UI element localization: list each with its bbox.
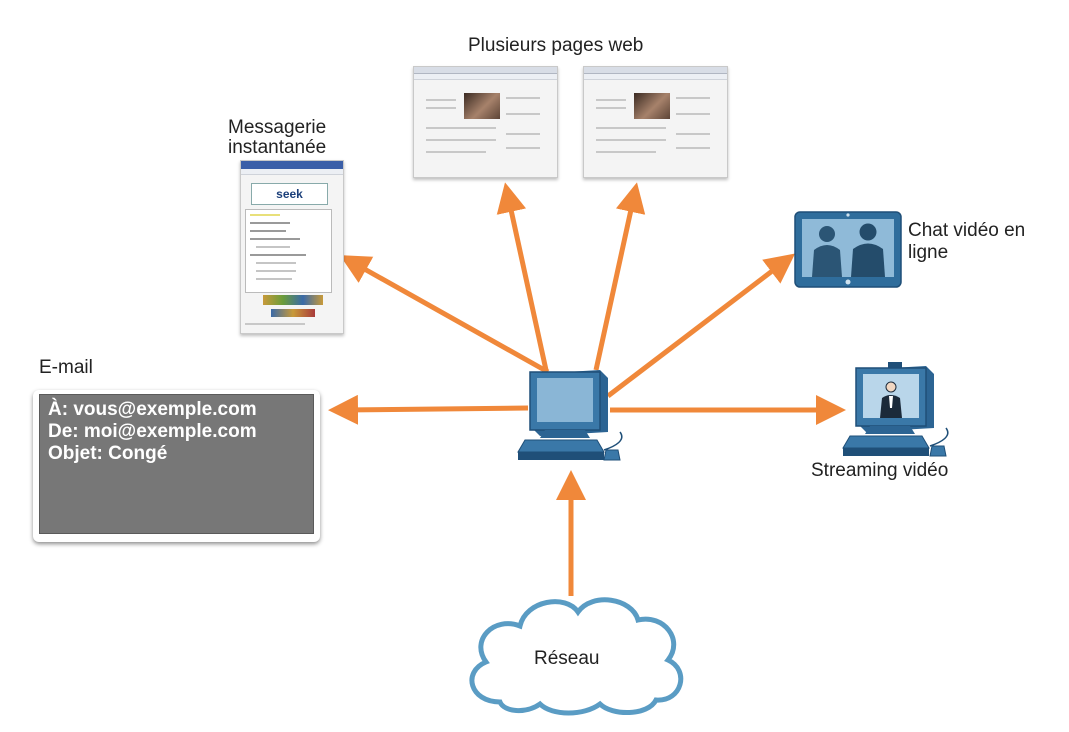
label-im-line-1: Messagerie [228,117,327,138]
email-to: À: vous@exemple.com [48,399,257,420]
arrow-to-web-1 [496,182,549,371]
email-from: De: moi@exemple.com [48,421,257,442]
label-streaming: Streaming vidéo [811,460,949,481]
email-message-box: À: vous@exemple.com De: moi@exemple.com … [33,390,320,542]
arrow-to-web-2 [593,182,646,371]
label-instant-messaging: Messagerie instantanée [228,118,326,158]
arrow-to-email [328,394,529,425]
label-im-line-2: instantanée [228,137,327,158]
computer-icon [517,370,623,461]
label-web-pages: Plusieurs pages web [468,35,644,56]
web-page-screenshot-1 [413,66,558,178]
label-chat-line-1: Chat vidéo en [908,220,1026,241]
arrow-to-im [339,255,550,375]
label-network: Réseau [534,648,600,669]
arrow-to-chat [606,253,796,398]
label-chat-line-2: ligne [908,242,949,263]
email-subject: Objet: Congé [48,443,168,464]
arrows [328,182,846,596]
email-content: À: vous@exemple.com De: moi@exemple.com … [39,394,314,534]
web-page-screenshot-2 [583,66,728,178]
label-email: E-mail [39,357,93,378]
video-monitor-icon [794,211,902,288]
streaming-computer-icon [842,362,949,457]
im-window-screenshot: seek [240,160,344,334]
label-video-chat: Chat vidéo en ligne [908,220,1025,264]
cloud-icon [469,597,684,716]
im-logo: seek [251,183,328,205]
